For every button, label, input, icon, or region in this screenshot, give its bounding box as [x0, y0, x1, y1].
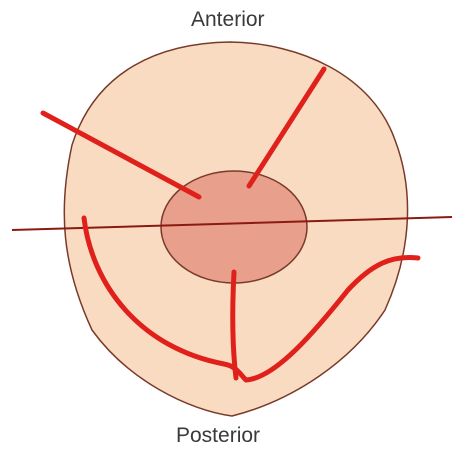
label-posterior: Posterior — [176, 424, 260, 448]
label-anterior: Anterior — [191, 8, 265, 32]
